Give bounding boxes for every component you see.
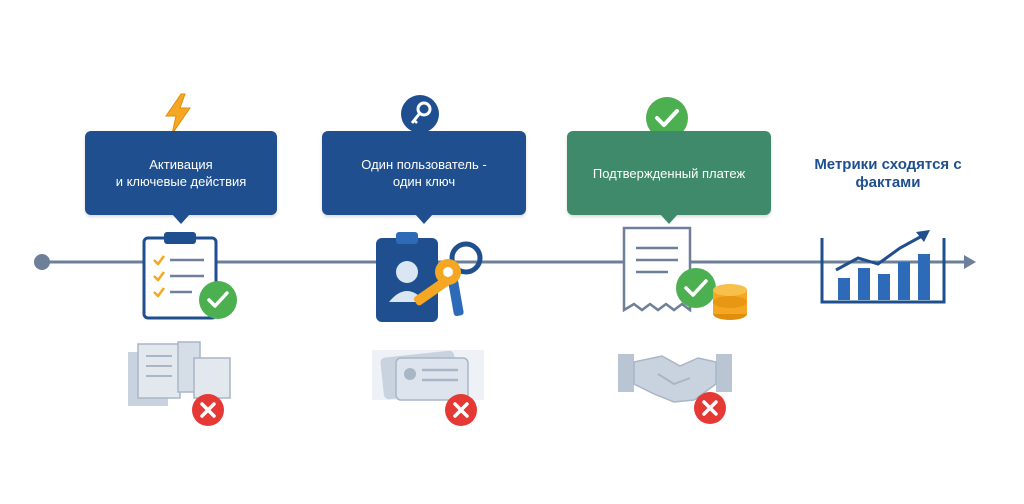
step-2-callout: Один пользователь - один ключ xyxy=(322,131,526,224)
step-3-ok-icon xyxy=(676,268,716,308)
timeline-arrow-head xyxy=(964,255,976,269)
receipt-coins-icon xyxy=(622,226,747,320)
clipboard-checklist-icon xyxy=(142,232,237,320)
documents-rejected-icon xyxy=(128,341,231,426)
step-1-ok-icon xyxy=(199,281,237,319)
badge-keys-icon xyxy=(376,232,483,322)
lightning-icon xyxy=(165,93,191,135)
handshake-rejected-icon xyxy=(618,354,732,424)
step-2-label: Один пользователь - один ключ xyxy=(361,157,487,189)
step-1-label: Активация и ключевые действия xyxy=(115,157,247,189)
cards-rejected-icon xyxy=(372,350,484,426)
step-3-callout: Подтвержденный платеж xyxy=(567,131,771,224)
step-1-callout: Активация и ключевые действия xyxy=(85,131,277,224)
growth-chart-icon xyxy=(820,230,946,304)
final-metrics-label: Метрики сходятся с фактами xyxy=(814,156,962,191)
key-badge-icon xyxy=(401,95,439,133)
check-badge-icon xyxy=(646,97,688,139)
timeline-start-dot xyxy=(34,254,50,270)
step-3-label: Подтвержденный платеж xyxy=(592,165,746,181)
